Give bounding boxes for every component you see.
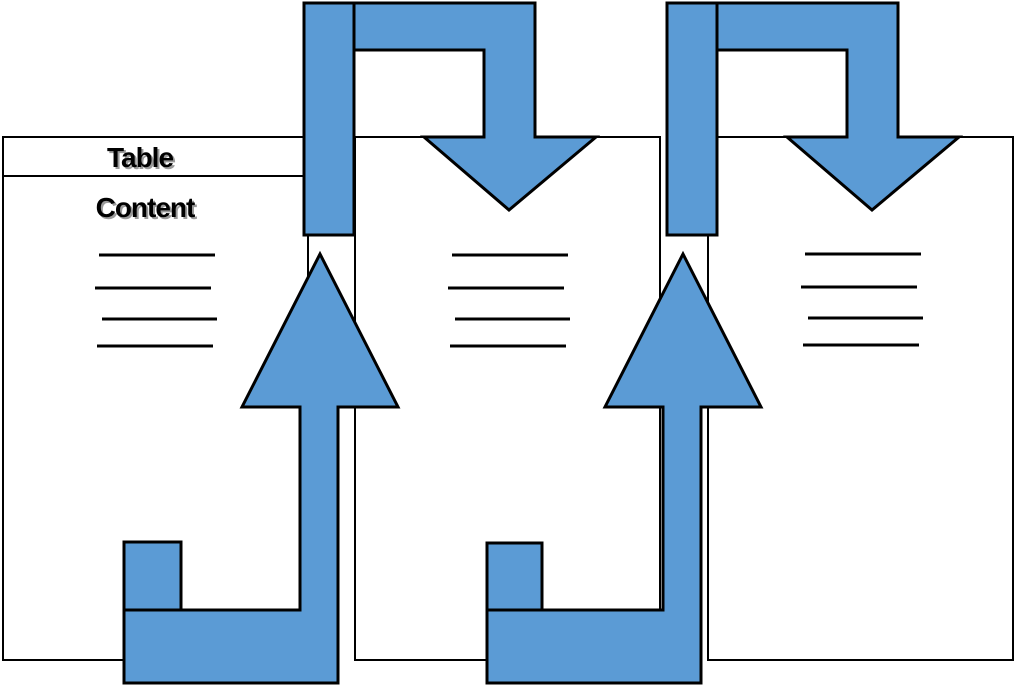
page-3-frame [707,136,1014,661]
up-arrow-2 [485,250,764,685]
page-1-subheader: Content [96,192,195,223]
down-arrow-2 [665,1,964,237]
page-1-header: Table [107,142,173,173]
up-arrow-1 [122,250,401,685]
page-1-header-shadow: Table [109,144,175,175]
page-1-subheader-shadow: Content [98,194,197,225]
page-3 [707,136,1014,661]
down-arrow-1 [302,1,601,237]
